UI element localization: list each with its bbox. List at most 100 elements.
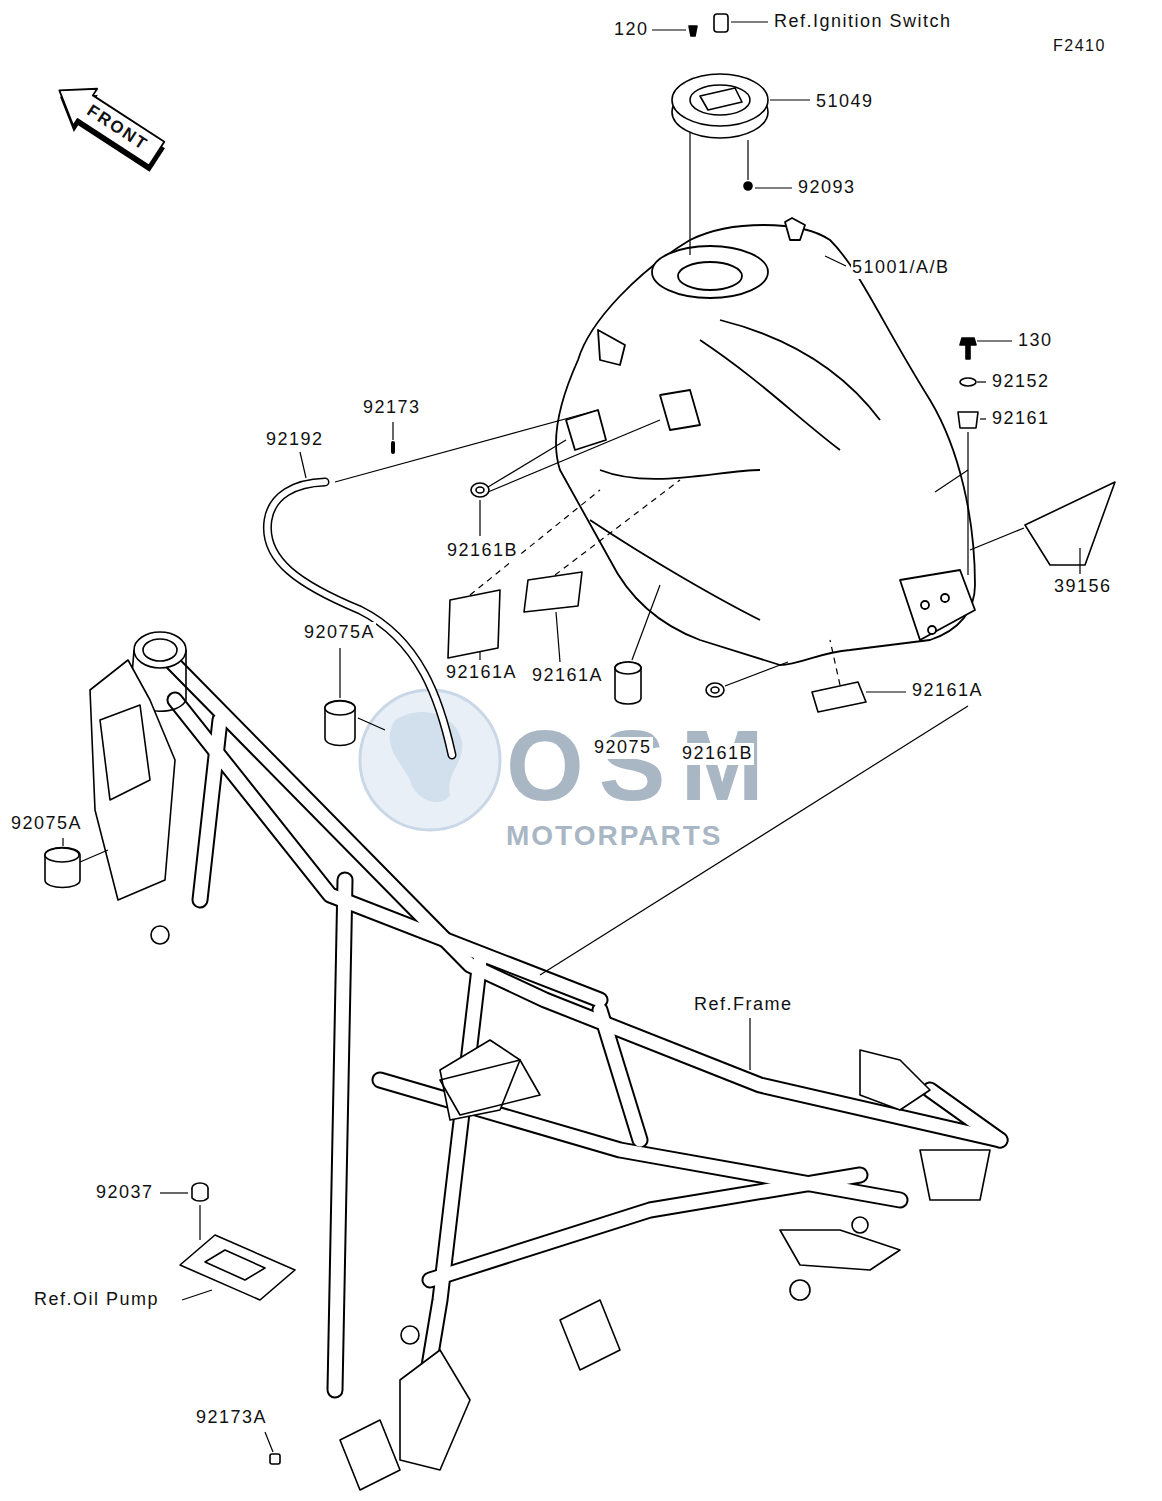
leader-lines <box>749 1018 750 1070</box>
leader-lines <box>755 187 792 188</box>
rubber-parts <box>615 662 641 674</box>
oil-pump-plate <box>180 1235 295 1300</box>
small-fasteners <box>192 1183 280 1464</box>
callout-number: 92173A <box>195 1407 268 1429</box>
drain-hose <box>267 443 452 755</box>
frame-tubes <box>420 960 480 1420</box>
rubber-parts <box>45 338 1115 888</box>
drain-hose <box>267 482 452 755</box>
rubber-parts <box>524 572 582 612</box>
fuel-tank <box>600 470 760 479</box>
leader-lines <box>265 1432 273 1452</box>
leader-lines <box>358 718 385 730</box>
fuel-cap <box>672 14 768 190</box>
fuel-tank <box>556 225 975 665</box>
leader-lines <box>199 1205 200 1240</box>
fuel-tank <box>678 262 742 290</box>
fuel-tank <box>720 320 880 420</box>
frame-brackets <box>151 926 169 944</box>
fuel-cap <box>690 85 750 115</box>
rubber-parts <box>1025 482 1115 565</box>
frame-brackets <box>860 1050 930 1110</box>
leader-lines <box>1079 548 1080 574</box>
frame-brackets <box>340 1420 400 1490</box>
small-fasteners <box>192 1188 208 1201</box>
leader-lines <box>488 440 566 487</box>
drain-hose <box>267 482 452 755</box>
rubber-parts <box>45 848 79 862</box>
leader-lines <box>339 648 340 698</box>
frame-brackets <box>920 1150 990 1200</box>
frame-tubes <box>200 720 220 900</box>
reference-note: Ref.Oil Pump <box>33 1289 160 1311</box>
leader-lines <box>977 381 986 382</box>
frame-tubes <box>160 650 1000 1140</box>
callout-number: 92161B <box>446 540 519 562</box>
callout-number: 130 <box>1017 330 1054 352</box>
frame-brackets <box>90 632 990 1490</box>
frame-brackets <box>100 705 150 800</box>
rubber-parts <box>325 701 355 715</box>
callout-number: 120 <box>613 19 650 41</box>
fuel-tank <box>700 340 840 450</box>
arrow-outline <box>47 72 168 172</box>
leader-lines <box>725 662 788 686</box>
fuel-cap <box>714 14 728 32</box>
fuel-tank <box>566 410 606 450</box>
rubber-parts <box>471 483 489 497</box>
fuel-tank <box>900 570 975 640</box>
frame-tubes <box>420 960 480 1420</box>
callout-number: 92075A <box>303 622 376 644</box>
frame-brackets <box>790 1280 810 1300</box>
callout-number: 92161 <box>991 408 1051 430</box>
frame-tubes <box>600 1010 640 1140</box>
leader-lines <box>479 652 480 660</box>
fuel-tank <box>941 594 949 602</box>
leader-lines <box>63 22 1080 1452</box>
fuel-cap <box>689 26 697 36</box>
fuel-tank <box>921 601 929 609</box>
leader-lines <box>731 21 768 22</box>
leader-lines <box>479 500 480 536</box>
reference-note: Ref.Frame <box>693 994 794 1016</box>
callout-number: 51049 <box>815 91 875 113</box>
callout-number: 92161A <box>445 662 518 684</box>
frame-tubes <box>160 650 1000 1140</box>
frame-tubes <box>160 650 1000 1420</box>
leader-lines <box>488 420 660 492</box>
leader-lines <box>980 418 986 419</box>
leader-lines <box>747 140 748 180</box>
rubber-parts <box>711 687 719 693</box>
watermark: OSM <box>505 715 780 815</box>
drain-hose <box>391 443 395 452</box>
rubber-parts <box>476 487 484 493</box>
leader-lines <box>160 1192 188 1193</box>
fuel-cap <box>672 74 768 126</box>
frame-brackets <box>440 1060 540 1115</box>
callout-number: 92152 <box>991 371 1051 393</box>
callout-number: 92161A <box>911 680 984 702</box>
fuel-tank <box>785 218 805 240</box>
frame-brackets <box>440 1040 520 1120</box>
leader-lines <box>555 480 680 575</box>
frame-brackets <box>400 1350 470 1470</box>
callout-number: 92161B <box>681 743 754 765</box>
rubber-parts <box>958 412 978 428</box>
leader-lines <box>392 422 393 440</box>
reference-note: Ref.Ignition Switch <box>773 11 953 33</box>
leader-lines <box>335 410 598 482</box>
frame-brackets <box>134 632 186 668</box>
rubber-parts <box>812 682 866 712</box>
direction-label: FRONT <box>47 72 168 172</box>
frame-tubes <box>335 880 345 1390</box>
watermark-globe <box>360 690 500 830</box>
leader-lines <box>866 691 906 692</box>
rubber-parts <box>45 848 80 888</box>
watermark-globe <box>360 690 500 830</box>
frame-brackets <box>90 660 175 900</box>
leader-lines <box>300 452 306 478</box>
callout-number: 92093 <box>797 177 857 199</box>
callout-number: 39156 <box>1053 576 1113 598</box>
frame-brackets <box>852 1217 868 1233</box>
